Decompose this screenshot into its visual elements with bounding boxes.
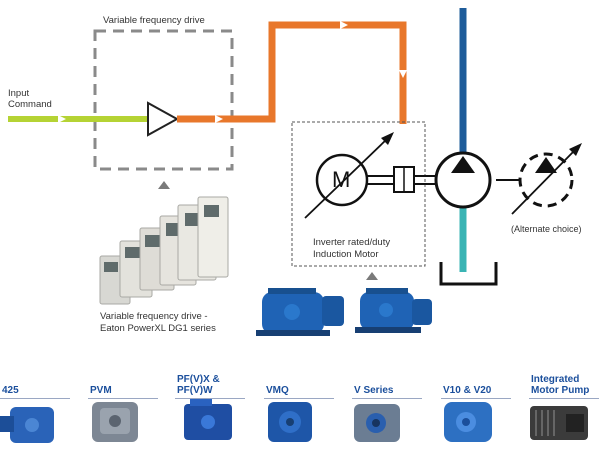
product-photo-integrated — [530, 406, 588, 440]
product-label-425: 425 — [2, 385, 19, 396]
motor-pump-photo-2 — [355, 288, 432, 333]
eaton-label-line2: Eaton PowerXL DG1 series — [100, 323, 216, 334]
product-label-vmq: VMQ — [266, 385, 289, 396]
product-label-pfvx-line2: PF(V)W — [177, 385, 213, 396]
motor-dashed-box — [291, 121, 426, 267]
amplifier-symbol — [147, 101, 180, 137]
motor-pointer-icon — [366, 272, 378, 280]
vfd-dashed-box — [93, 29, 234, 171]
product-photo-pvm — [92, 402, 138, 442]
product-label-v10-v20: V10 & V20 — [443, 385, 492, 396]
product-rule-vmq — [264, 398, 334, 399]
motor-variable-arrowhead — [381, 132, 394, 145]
product-label-pvm: PVM — [90, 385, 112, 396]
product-photo-v10-v20 — [444, 402, 492, 442]
drive-flow-arrow-2 — [340, 21, 348, 29]
eaton-label-line1: Variable frequency drive - — [100, 311, 208, 322]
alternate-variable-arrow — [511, 149, 576, 215]
input-label-line1: Input — [8, 88, 30, 99]
product-label-integrated-line1: Integrated — [531, 374, 580, 385]
alternate-pump-flow-arrow — [535, 157, 557, 173]
product-rule-integrated — [529, 398, 599, 399]
product-label-v-series: V Series — [354, 385, 394, 396]
vfd-product-photo — [99, 196, 229, 305]
product-photo-pfvx — [184, 398, 232, 440]
product-rule-pvm — [88, 398, 158, 399]
product-label-pfvx-line1: PF(V)X & — [177, 374, 220, 385]
input-flow-arrow — [58, 115, 66, 123]
product-photo-vmq — [268, 402, 312, 442]
input-label-line2: Command — [8, 99, 52, 110]
motor-variable-arrow — [304, 138, 388, 219]
product-photo-v-series — [354, 404, 400, 442]
alternate-pump-symbol — [518, 152, 574, 208]
motor-pump-photo-1 — [256, 288, 344, 336]
product-rule-pfvx — [175, 398, 245, 399]
vfd-pointer-icon — [158, 181, 170, 189]
vfd-title: Variable frequency drive — [103, 15, 205, 26]
pump-flow-arrow — [451, 156, 475, 173]
motor-label-line1: Inverter rated/duty — [313, 237, 391, 248]
motor-symbol-letter: M — [332, 167, 351, 192]
motor-label-line2: Induction Motor — [313, 249, 379, 260]
drive-flow-arrow-3 — [399, 70, 407, 78]
motor-symbol — [315, 153, 369, 207]
reservoir-symbol — [439, 262, 498, 286]
product-label-integrated-line2: Motor Pump — [531, 385, 590, 396]
product-photo-425 — [0, 407, 54, 443]
alternate-choice-label: (Alternate choice) — [511, 224, 582, 234]
product-rule-v10-v20 — [441, 398, 511, 399]
drive-output-line — [177, 21, 407, 124]
drive-flow-arrow-1 — [215, 115, 223, 123]
product-rule-v-series — [352, 398, 422, 399]
pump-symbol — [434, 151, 492, 209]
product-rule-425 — [0, 398, 70, 399]
